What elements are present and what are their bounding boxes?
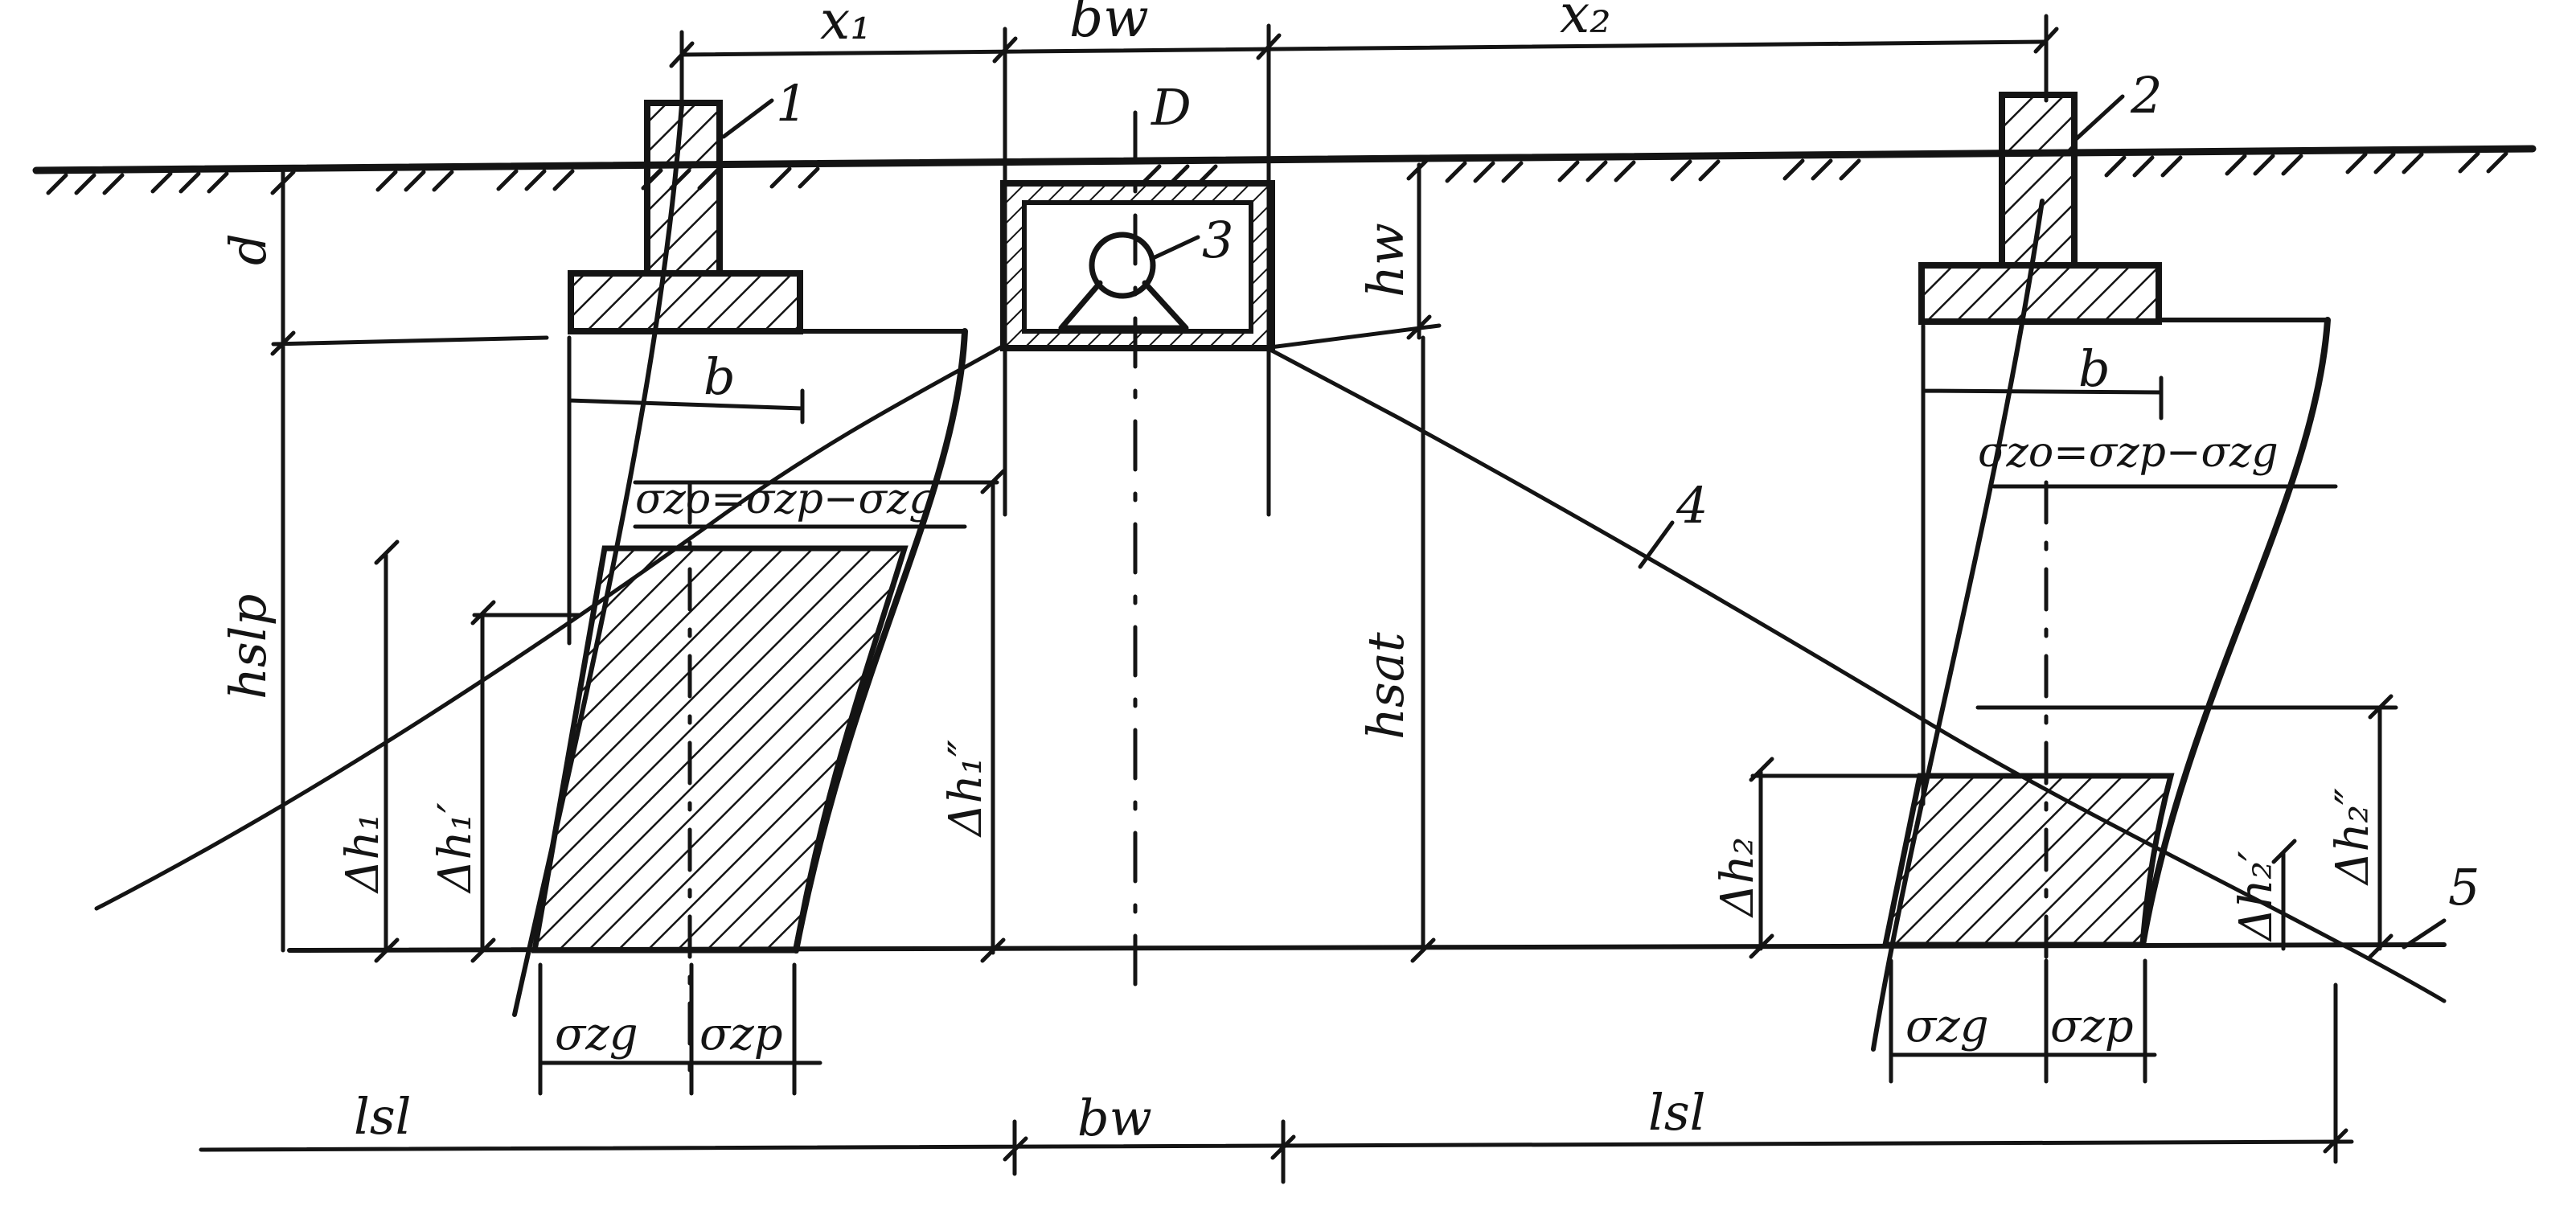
label-b-left: b — [703, 347, 736, 406]
dh1-dimension — [374, 469, 1006, 963]
b-left-dimension — [567, 335, 805, 646]
top-dimension — [669, 14, 2059, 517]
right-wetting-contour — [2139, 317, 2331, 948]
label-dh1: Δh₁ — [337, 813, 389, 894]
dh2-dimension — [1749, 694, 2393, 959]
b-right-dimension — [1921, 323, 2164, 806]
label-bw-bottom: bw — [1077, 1089, 1152, 1147]
d-dimension — [270, 170, 549, 953]
base-line — [287, 942, 2447, 953]
bottom-dimension — [199, 982, 2354, 1184]
label-dh2-dprime: Δh₂″ — [2327, 788, 2379, 886]
label-sigma-right: σzo=σzp−σzg — [1978, 429, 2279, 477]
label-hslp: hslp — [219, 594, 277, 699]
label-szp-right: σzp — [2050, 1000, 2134, 1052]
culvert-box — [1000, 180, 1275, 351]
label-lsl-left: lsl — [354, 1087, 411, 1146]
label-x1: x₁ — [820, 0, 872, 51]
label-d: d — [219, 233, 277, 265]
callout-4: 4 — [1676, 476, 1708, 535]
callout-5: 5 — [2448, 858, 2480, 917]
label-hw: hw — [1356, 223, 1415, 297]
left-stress-curve — [512, 102, 684, 1017]
label-szg-right: σzg — [1905, 1000, 1989, 1052]
pipe-circle — [1089, 232, 1156, 299]
left-foundation — [568, 100, 803, 334]
label-dh2: Δh₂ — [1712, 837, 1764, 918]
left-settlement-zone — [531, 545, 909, 954]
label-dh1-prime: Δh₁′ — [429, 802, 482, 894]
label-szg-left: σzg — [555, 1008, 638, 1060]
right-settlement-zone — [1881, 773, 2175, 948]
label-sigma-left: σzo=σzp−σzg — [635, 475, 936, 523]
label-d-axis: D — [1151, 78, 1192, 137]
label-dh2-prime: Δh₂′ — [2230, 851, 2283, 942]
callout-1: 1 — [776, 74, 807, 133]
label-lsl-right: lsl — [1648, 1083, 1705, 1142]
label-x2: x₂ — [1560, 0, 1611, 45]
left-depression-line — [94, 343, 1006, 911]
label-bw-top: bw — [1069, 0, 1149, 49]
label-dh1-dprime: Δh₁″ — [940, 740, 992, 838]
callout-2: 2 — [2130, 66, 2162, 125]
hw-dimension — [1268, 155, 1442, 350]
right-stress-curve — [1871, 199, 2045, 1052]
right-foundation — [1918, 92, 2162, 325]
ground-surface — [32, 145, 2537, 195]
label-b-right: b — [2078, 339, 2110, 398]
label-hsat: hsat — [1356, 632, 1415, 740]
sigma-base-dimension — [538, 958, 2157, 1096]
callout-3: 3 — [1202, 211, 1233, 269]
label-szp-left: σzp — [699, 1008, 783, 1060]
